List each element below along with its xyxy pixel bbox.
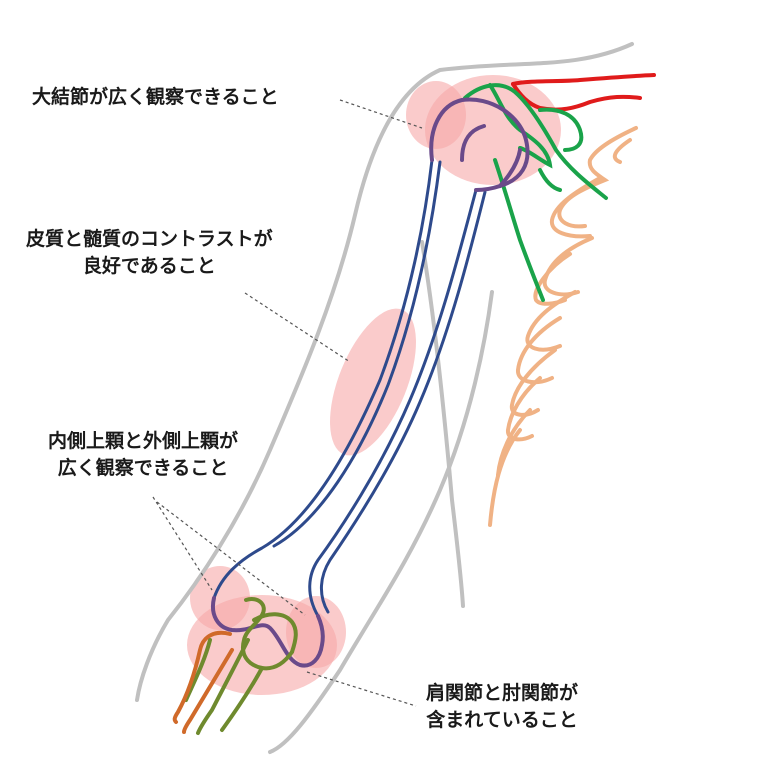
label-joints: 肩関節と肘関節が 含まれていること [426,680,578,734]
highlight-humeral-shaft [330,308,416,456]
highlight-lateral-epicondyle [286,596,346,668]
elbow-joint [211,596,325,668]
highlight-medial-epicondyle [190,566,250,630]
humerus-lateral-cortex-outer [212,158,434,600]
label-epicondyles-line2: 広く観察できること [57,457,229,479]
leader-medial-epicondyle [152,496,213,591]
humerus-medial-cortex-outer [308,188,478,618]
leader-lateral-epicondyle [156,501,306,616]
label-epicondyles: 内側上顆と外側上顆が 広く観察できること [48,428,238,482]
highlight-regions [187,75,561,695]
leader-greater-tubercle [339,99,423,129]
highlight-greater-tubercle [406,81,466,149]
leader-joints [306,671,417,707]
forearm-radius [172,630,234,734]
humerus-medial-cortex-inner [320,190,487,614]
label-epicondyles-line1: 内側上顆と外側上顆が [48,430,239,452]
skin-outline [135,42,634,754]
label-greater-tubercle-text: 大結節が広く観察できること [32,86,279,108]
label-greater-tubercle: 大結節が広く観察できること [32,84,279,111]
label-cortex-contrast: 皮質と髄質のコントラストが 良好であること [26,226,273,280]
label-cortex-contrast-line1: 皮質と髄質のコントラストが [26,228,273,250]
label-joints-line1: 肩関節と肘関節が [426,682,579,704]
label-cortex-contrast-line2: 良好であること [82,255,216,277]
label-joints-line2: 含まれていること [426,709,578,731]
ribs [488,126,638,527]
humerus-lateral-cortex-inner [272,160,442,548]
leader-cortex-contrast [244,292,351,363]
humeral-head [429,97,530,192]
forearm-ulna [184,597,298,735]
clavicle [511,73,656,112]
humerus [212,158,487,618]
leader-lines [152,99,423,707]
